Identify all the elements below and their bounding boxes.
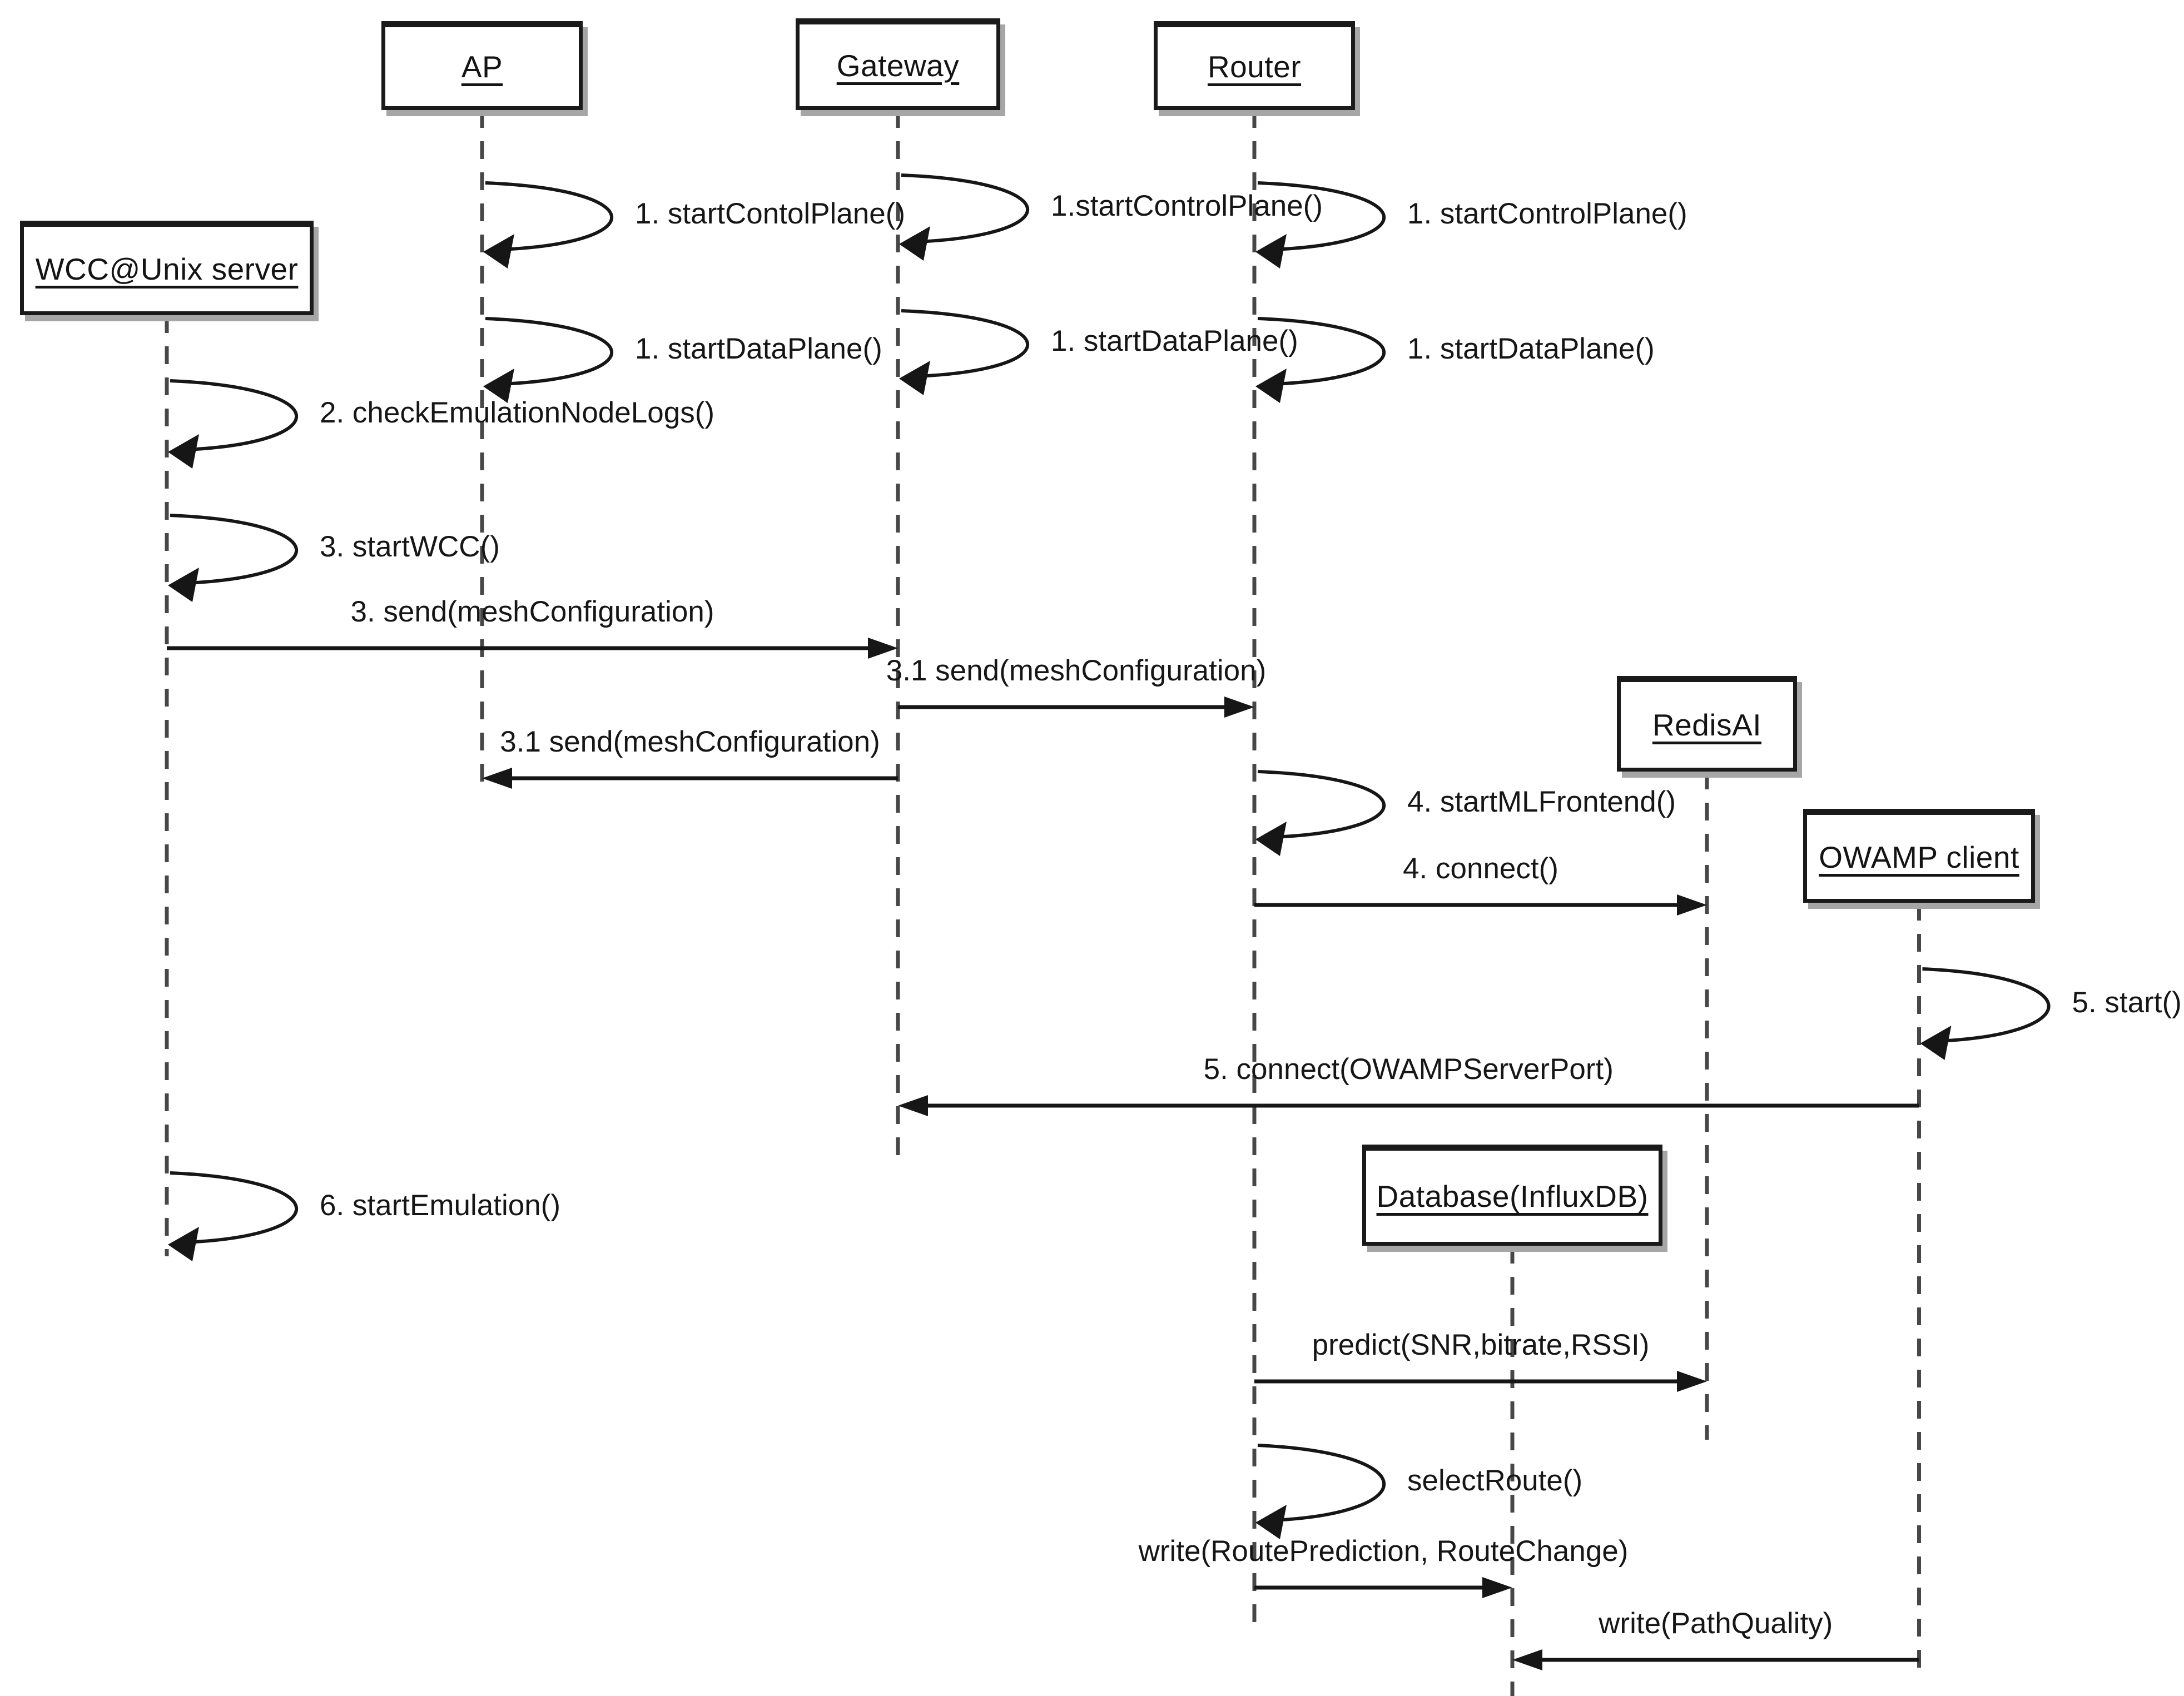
message-arrowhead-icon-18 xyxy=(1482,1577,1512,1598)
actor-label-influxdb: Database(InfluxDB) xyxy=(1376,1179,1649,1213)
self-message-arrowhead-icon-13 xyxy=(1920,1026,1952,1060)
message-label: 6. startEmulation() xyxy=(320,1188,560,1222)
message-label: 1. startControlPlane() xyxy=(1407,197,1687,230)
message-arrowhead-icon-14 xyxy=(898,1095,928,1116)
actor-label-gateway: Gateway xyxy=(836,48,960,83)
self-message-curve-15 xyxy=(170,1171,298,1244)
message-label: write(RoutePrediction, RouteChange) xyxy=(1138,1535,1629,1568)
actor-label-ap: AP xyxy=(461,49,503,84)
self-message-arrowhead-icon-1 xyxy=(899,226,930,261)
message-arrowhead-icon-19 xyxy=(1512,1649,1542,1670)
self-message-curve-11 xyxy=(1257,770,1386,839)
self-message-curve-17 xyxy=(1257,1444,1386,1522)
self-message-curve-1 xyxy=(901,173,1029,243)
self-message-curve-13 xyxy=(1922,967,2051,1043)
message-label: 3.1 send(meshConfiguration) xyxy=(500,725,880,758)
actor-label-wcc: WCC@Unix server xyxy=(35,252,299,286)
self-message-arrowhead-icon-5 xyxy=(1255,369,1287,403)
actor-label-redisai: RedisAI xyxy=(1652,708,1762,742)
actor-box-gateway: Gateway xyxy=(796,18,1000,110)
message-label: 3.1 send(meshConfiguration) xyxy=(886,654,1267,687)
message-label: 2. checkEmulationNodeLogs() xyxy=(320,396,714,429)
actor-box-wcc: WCC@Unix server xyxy=(20,221,314,315)
actor-box-ap: AP xyxy=(381,21,583,110)
message-label: 1. startContolPlane() xyxy=(635,197,906,230)
self-message-arrowhead-icon-7 xyxy=(168,568,199,602)
self-message-arrowhead-icon-11 xyxy=(1255,822,1287,856)
self-message-curve-5 xyxy=(1257,317,1386,386)
message-label: 1. startDataPlane() xyxy=(1051,325,1298,357)
actor-label-owamp: OWAMP client xyxy=(1819,839,2019,874)
message-label: 3. send(meshConfiguration) xyxy=(350,595,714,628)
actor-box-owamp: OWAMP client xyxy=(1803,809,2035,903)
self-message-curve-4 xyxy=(901,309,1029,378)
self-message-curve-6 xyxy=(170,379,298,451)
actor-label-router: Router xyxy=(1207,49,1302,84)
message-label: selectRoute() xyxy=(1407,1464,1583,1497)
message-label: predict(SNR,bitrate,RSSI) xyxy=(1312,1329,1650,1361)
self-message-curve-7 xyxy=(170,514,298,585)
message-label: 4. connect() xyxy=(1403,852,1558,885)
self-message-arrowhead-icon-0 xyxy=(483,234,514,268)
self-message-arrowhead-icon-17 xyxy=(1255,1505,1287,1539)
message-label: 5. start() xyxy=(2072,986,2182,1019)
message-label: 1. startDataPlane() xyxy=(635,332,882,365)
message-arrowhead-icon-9 xyxy=(1224,697,1254,718)
message-label: 3. startWCC() xyxy=(320,530,500,563)
self-message-curve-0 xyxy=(485,181,613,251)
self-message-arrowhead-icon-2 xyxy=(1255,234,1287,268)
message-label: 1.startControlPlane() xyxy=(1051,190,1323,222)
message-arrowhead-icon-8 xyxy=(868,638,898,659)
actor-box-influxdb: Database(InfluxDB) xyxy=(1362,1145,1662,1246)
self-message-arrowhead-icon-3 xyxy=(483,369,514,403)
self-message-curve-3 xyxy=(485,317,613,386)
self-message-arrowhead-icon-6 xyxy=(168,434,199,469)
self-message-arrowhead-icon-15 xyxy=(168,1227,199,1261)
self-message-arrowhead-icon-4 xyxy=(899,361,930,395)
actor-box-router: Router xyxy=(1154,21,1355,110)
message-label: 4. startMLFrontend() xyxy=(1407,785,1676,818)
message-arrowhead-icon-16 xyxy=(1677,1371,1707,1392)
self-message-curve-2 xyxy=(1257,181,1386,251)
message-arrowhead-icon-10 xyxy=(482,768,512,789)
message-label: write(PathQuality) xyxy=(1599,1607,1833,1640)
message-label: 1. startDataPlane() xyxy=(1407,332,1655,365)
message-label: 5. connect(OWAMPServerPort) xyxy=(1203,1053,1614,1086)
actor-box-redisai: RedisAI xyxy=(1617,676,1797,772)
message-arrowhead-icon-12 xyxy=(1677,894,1707,916)
